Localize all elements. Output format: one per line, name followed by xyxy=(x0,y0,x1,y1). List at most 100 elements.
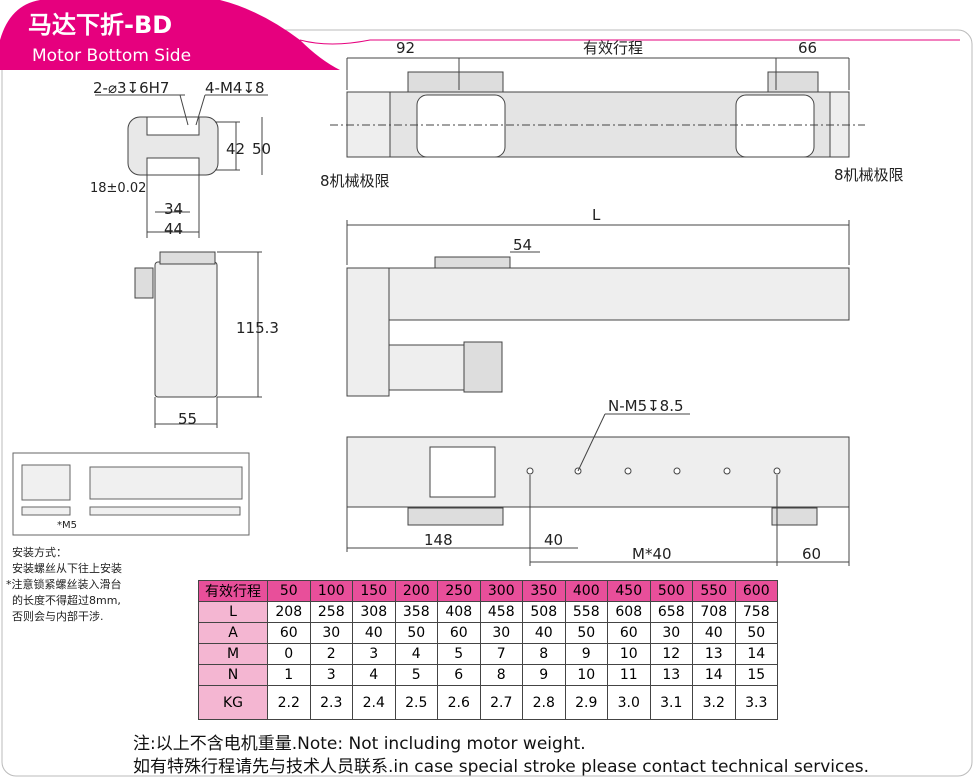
table-cell: 3.0 xyxy=(607,685,651,720)
note-line: 安装方式： xyxy=(12,546,67,559)
table-cell: 60 xyxy=(267,622,311,644)
dim-L: L xyxy=(592,206,601,224)
header-cell: 350 xyxy=(522,580,566,602)
end-view xyxy=(95,94,268,238)
dim-m40: M*40 xyxy=(632,545,672,563)
dim-44: 44 xyxy=(164,220,183,238)
table-cell: 258 xyxy=(309,601,353,623)
table-cell: 30 xyxy=(649,622,693,644)
table-cell: 458 xyxy=(479,601,523,623)
table-cell: 2.4 xyxy=(352,685,396,720)
table-cell: 2.6 xyxy=(437,685,481,720)
table-cell: 8 xyxy=(522,643,566,665)
header-cell: 550 xyxy=(692,580,736,602)
table-cell: 40 xyxy=(522,622,566,644)
table-cell: 15 xyxy=(734,664,778,686)
table-cell: 0 xyxy=(267,643,311,665)
mount-diagram xyxy=(12,452,250,536)
header-cell: 200 xyxy=(394,580,438,602)
dim-54: 54 xyxy=(513,236,532,254)
table-cell: 5 xyxy=(437,643,481,665)
table-cell: 14 xyxy=(734,643,778,665)
table-cell: 2.3 xyxy=(309,685,353,720)
table-cell: 358 xyxy=(394,601,438,623)
table-cell: 7 xyxy=(479,643,523,665)
table-cell: 2.7 xyxy=(479,685,523,720)
table-header-row: 有效行程 50 100 150 200 250 300 350 400 450 … xyxy=(198,580,778,602)
table-cell: 13 xyxy=(692,643,736,665)
table-cell: 4 xyxy=(352,664,396,686)
page-frame xyxy=(1,29,973,777)
dim-92: 92 xyxy=(396,39,415,57)
table-cell: 5 xyxy=(394,664,438,686)
table-cell: 14 xyxy=(692,664,736,686)
header-cell: 250 xyxy=(437,580,481,602)
table-cell: 3 xyxy=(352,643,396,665)
screw-hole-note: 4-M4↧8 xyxy=(205,79,265,97)
header-cell: 有效行程 xyxy=(198,580,268,602)
table-cell: 3.2 xyxy=(692,685,736,720)
limit-right: 8机械极限 xyxy=(834,166,904,184)
table-cell: 9 xyxy=(564,643,608,665)
table-cell: 30 xyxy=(479,622,523,644)
footer-note-2: 如有特殊行程请先与技术人员联系.in case special stroke p… xyxy=(133,757,870,777)
table-cell: 10 xyxy=(607,643,651,665)
row-header-cell: KG xyxy=(198,685,268,720)
row-header-cell: N xyxy=(198,664,268,686)
table-cell: 2.8 xyxy=(522,685,566,720)
title-cn: 马达下折-BD xyxy=(28,11,172,39)
row-header-cell: M xyxy=(198,643,268,665)
table-cell: 2.2 xyxy=(267,685,311,720)
dim-height: 115.3 xyxy=(236,319,279,337)
table-cell: 1 xyxy=(267,664,311,686)
table-cell: 208 xyxy=(267,601,311,623)
pin-hole-note: 2-⌀3↧6H7 xyxy=(93,79,169,97)
dim-42: 42 xyxy=(226,140,245,158)
header-cell: 400 xyxy=(564,580,608,602)
table-cell: 3 xyxy=(309,664,353,686)
dim-66: 66 xyxy=(798,39,817,57)
spec-table: 有效行程 50 100 150 200 250 300 350 400 450 … xyxy=(198,580,778,720)
install-notes: 安装方式： 安装螺丝从下往上安装 *注意锁紧螺丝装入滑台 的长度不得超过8mm,… xyxy=(6,545,122,625)
table-cell: 2 xyxy=(309,643,353,665)
side-view xyxy=(346,220,850,397)
header-cell: 450 xyxy=(607,580,651,602)
table-cell: 60 xyxy=(607,622,651,644)
table-cell: 8 xyxy=(479,664,523,686)
top-view xyxy=(330,57,865,158)
dim-60: 60 xyxy=(802,545,821,563)
note-line: 安装螺丝从下往上安装 xyxy=(12,562,122,575)
row-header-cell: L xyxy=(198,601,268,623)
dim-stroke: 有效行程 xyxy=(583,39,643,57)
table-cell: 3.3 xyxy=(734,685,778,720)
header-cell: 100 xyxy=(309,580,353,602)
front-view xyxy=(134,251,262,428)
table-cell: 4 xyxy=(394,643,438,665)
table-cell: 11 xyxy=(607,664,651,686)
header-banner xyxy=(0,0,340,70)
dim-34: 34 xyxy=(164,200,183,218)
table-cell: 2.9 xyxy=(564,685,608,720)
title-en: Motor Bottom Side xyxy=(32,46,191,66)
table-cell: 758 xyxy=(734,601,778,623)
hole-note: N-M5↧8.5 xyxy=(608,397,684,415)
mount-screw-label: *M5 xyxy=(57,520,77,531)
table-cell: 10 xyxy=(564,664,608,686)
table-cell: 13 xyxy=(649,664,693,686)
table-cell: 608 xyxy=(607,601,651,623)
dim-50: 50 xyxy=(252,140,271,158)
dim-40: 40 xyxy=(544,531,563,549)
dim-18: 18±0.02 xyxy=(90,181,146,196)
header-cell: 500 xyxy=(649,580,693,602)
bottom-view xyxy=(346,413,850,566)
note-line: 否则会与内部干涉. xyxy=(12,610,104,623)
header-cell: 50 xyxy=(267,580,311,602)
footer-note-1: 注:以上不含电机重量.Note: Not including motor wei… xyxy=(133,734,586,754)
header-cell: 150 xyxy=(352,580,396,602)
